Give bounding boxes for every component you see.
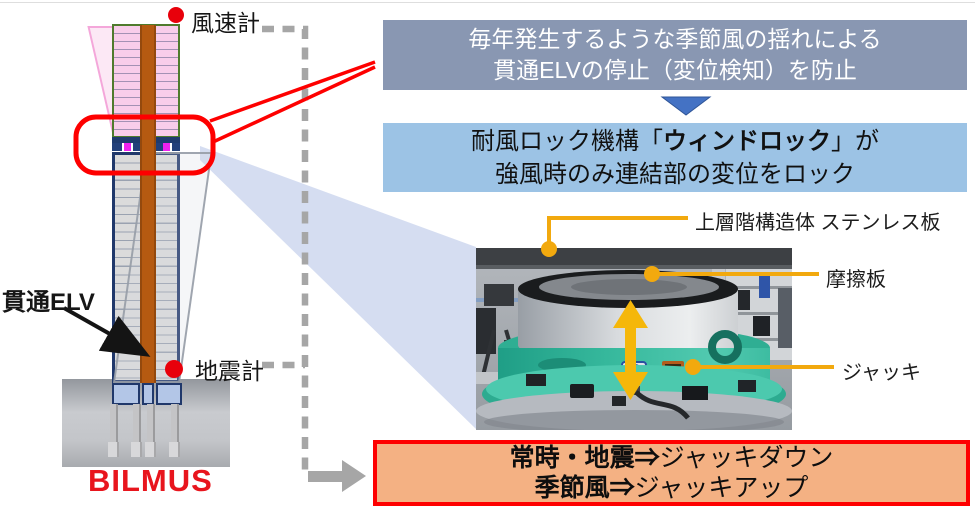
action-line2-bold: 季節風⇒ xyxy=(534,474,635,502)
solution-box-line2: 強風時のみ連結部の変位をロック xyxy=(495,160,855,188)
action-line1-rest: ジャッキダウン xyxy=(659,444,834,472)
flow-down-arrow xyxy=(660,96,712,116)
base-isolator xyxy=(142,383,154,405)
problem-box-line2: 貫通ELVの停止（変位検知）を防止 xyxy=(493,57,857,83)
problem-box: 毎年発生するような季節風の揺れによる 貫通ELVの停止（変位検知）を防止 xyxy=(383,20,967,90)
friction-plate-callout-label: 摩擦板 xyxy=(826,269,886,291)
solution-box-line1: 耐風ロック機構「ウィンドロック」が xyxy=(383,125,967,158)
pile-cap xyxy=(131,442,142,457)
action-box: 常時・地震⇒ジャッキダウン 季節風⇒ジャッキアップ xyxy=(373,440,970,506)
solution-box: 耐風ロック機構「ウィンドロック」が 強風時のみ連結部の変位をロック xyxy=(383,123,967,192)
action-box-line2: 季節風⇒ジャッキアップ xyxy=(377,473,966,503)
pile xyxy=(133,404,141,444)
wind-lock-device xyxy=(156,143,163,151)
wind-lock-sensor xyxy=(124,143,131,151)
upper-structure-beam xyxy=(476,248,792,269)
solution-line1-post: 」が xyxy=(831,127,879,155)
upper-structure-callout-line xyxy=(547,216,688,248)
slide-top-hairline xyxy=(0,2,975,3)
elevator-shaft xyxy=(140,25,156,383)
wind-lock-device xyxy=(112,143,122,151)
action-line2-rest: ジャッキアップ xyxy=(634,474,809,502)
wind-lock-device xyxy=(133,143,140,151)
jack-callout-label: ジャッキ xyxy=(842,362,921,384)
wind-speed-sensor-dot xyxy=(168,7,184,23)
callout-line-lower xyxy=(212,65,376,144)
problem-box-line1: 毎年発生するような季節風の揺れによる xyxy=(468,26,882,52)
bilmus-label: BILMUS xyxy=(88,463,213,498)
action-line1-bold: 常時・地震⇒ xyxy=(509,444,660,472)
pile-cap xyxy=(108,442,119,457)
callout-line-upper xyxy=(209,60,376,123)
upper-structure-callout-label: 上層階構造体 ステンレス板 xyxy=(695,212,941,234)
pile xyxy=(147,404,155,444)
wind-lock-test-rig-photo xyxy=(476,248,792,430)
dashed-path-arrow-shaft xyxy=(308,471,342,482)
vertical-motion-arrow xyxy=(613,300,648,400)
solution-line1-pre: 耐風ロック機構「 xyxy=(471,127,663,155)
through-elevator-label: 貫通ELV xyxy=(2,289,95,316)
pile xyxy=(171,404,179,444)
wind-lock-sensor xyxy=(163,143,170,151)
anemometer-label: 風速計 xyxy=(191,10,260,36)
anemometer-dashed-path xyxy=(262,25,309,471)
lifting-ring xyxy=(708,330,742,364)
seismometer-label: 地震計 xyxy=(195,358,264,384)
base-isolator xyxy=(112,383,140,405)
sensors-and-cable xyxy=(526,374,756,420)
pile-cap xyxy=(169,442,180,457)
wind-lock-device xyxy=(172,143,180,151)
dashed-path-arrow-head xyxy=(342,460,366,492)
solution-line1-bold: ウィンドロック xyxy=(663,127,831,155)
base-isolator xyxy=(156,383,182,405)
action-box-line1: 常時・地震⇒ジャッキダウン xyxy=(377,443,966,473)
pile xyxy=(110,404,118,444)
pile-cap xyxy=(145,442,156,457)
